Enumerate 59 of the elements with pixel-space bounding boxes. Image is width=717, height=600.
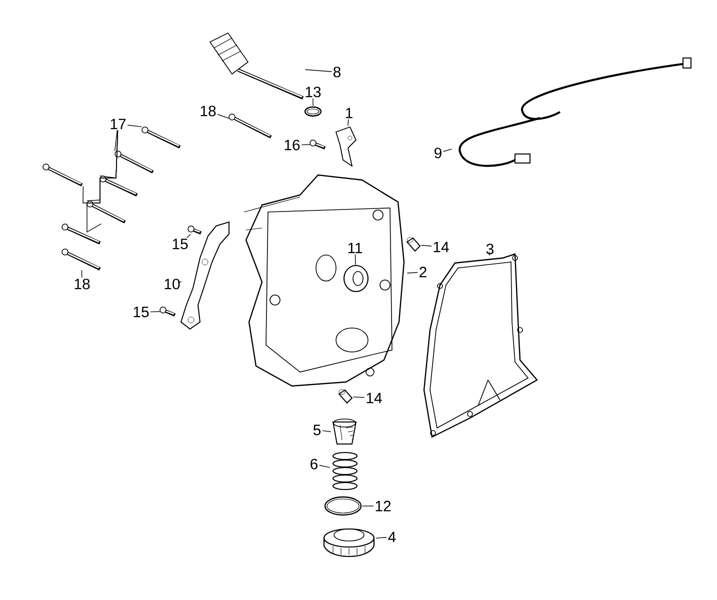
bolt-drawing — [42, 164, 83, 186]
callout-number: 16 — [284, 140, 300, 150]
leader-line — [301, 144, 310, 146]
spring-drawing — [332, 452, 358, 490]
callout-number: 8 — [334, 66, 341, 78]
bolt-drawing — [142, 126, 181, 148]
bolt-drawing — [62, 248, 101, 270]
leader-line — [352, 396, 365, 398]
leader-line — [86, 130, 118, 233]
callout-number: 11 — [348, 242, 362, 254]
callout-number: 4 — [388, 532, 396, 542]
leader-line — [304, 69, 332, 72]
callout-number: 13 — [306, 86, 321, 98]
callout-number: 18 — [74, 278, 90, 290]
callout-number: 2 — [420, 266, 426, 278]
callout-number: 18 — [200, 106, 216, 116]
callout-number: 6 — [310, 458, 318, 470]
leader-line — [312, 98, 314, 106]
bolt-drawing — [62, 224, 101, 244]
leader-line — [348, 119, 349, 126]
leader-line — [319, 464, 330, 468]
leader-line — [322, 430, 332, 432]
leader-line — [406, 272, 418, 274]
bolt-drawing — [310, 140, 326, 150]
leader-line — [114, 130, 118, 152]
bolt-drawing — [114, 150, 154, 174]
drain-plug-drawing — [323, 528, 375, 558]
leader-line — [443, 148, 452, 152]
leader-line — [488, 251, 490, 256]
leader-line — [376, 537, 387, 538]
o-ring-drawing — [324, 496, 362, 516]
crankcase-cover-drawing — [244, 174, 405, 387]
leader-line — [81, 270, 82, 278]
callout-number: 12 — [376, 500, 391, 512]
callout-number: 14 — [434, 242, 449, 252]
leader-line — [354, 254, 356, 266]
leader-line — [127, 124, 142, 128]
leader-line — [186, 234, 191, 238]
o-ring-drawing — [304, 106, 322, 117]
bolt-drawing — [86, 200, 126, 224]
bolt-drawing — [228, 114, 272, 138]
leader-line — [217, 114, 230, 119]
leader-line — [420, 244, 432, 246]
callout-number: 9 — [434, 148, 442, 158]
bolt-drawing — [100, 176, 138, 196]
leader-line — [150, 311, 160, 312]
callout-number: 10 — [164, 278, 180, 290]
bolt-drawing — [188, 226, 202, 234]
leader-line — [177, 281, 182, 283]
callout-number: 17 — [110, 118, 126, 130]
bolt-drawing — [160, 306, 176, 316]
callout-number: 5 — [313, 424, 321, 436]
callout-number: 14 — [366, 392, 382, 404]
cable-drawing — [458, 58, 692, 167]
callout-number: 15 — [134, 306, 149, 318]
callout-number: 3 — [486, 244, 494, 254]
callout-number: 1 — [346, 108, 352, 118]
oil-seal-drawing — [343, 264, 369, 292]
callout-number: 15 — [172, 238, 188, 250]
